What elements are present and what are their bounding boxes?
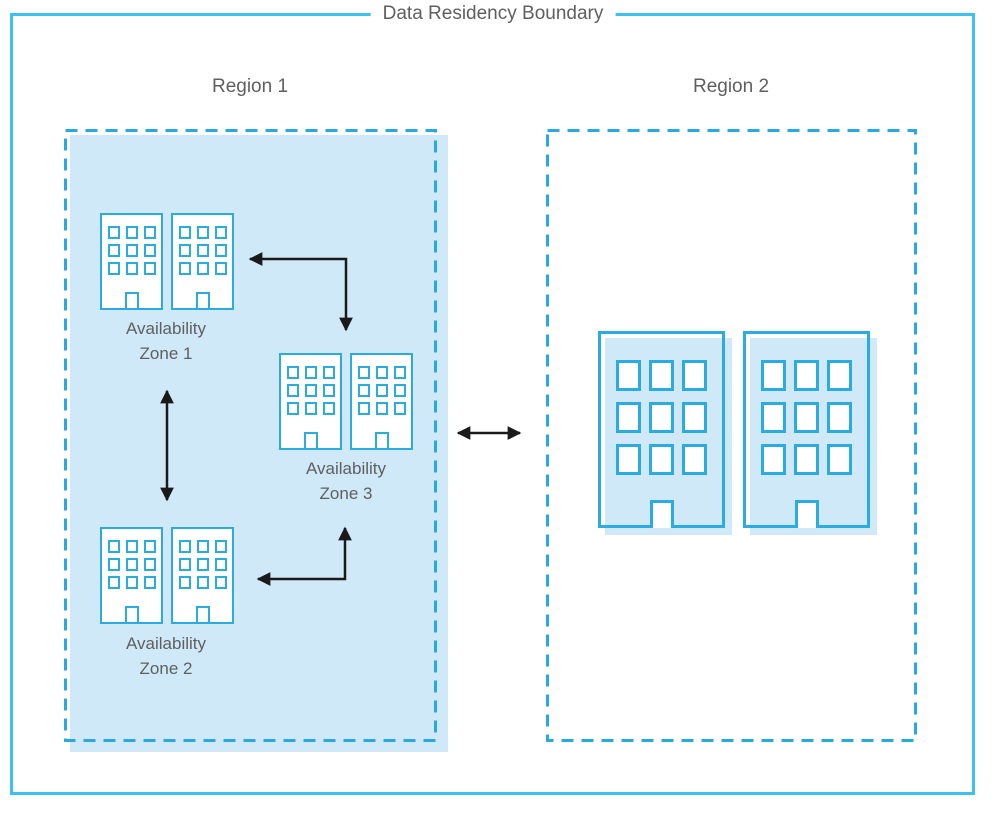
building-door xyxy=(124,292,139,308)
building-door xyxy=(195,292,210,308)
building-icon xyxy=(279,353,342,450)
availability-zone-3-label: Availability Zone 3 xyxy=(306,456,386,506)
building-door xyxy=(374,432,389,448)
building-icon xyxy=(350,353,413,450)
building-windows xyxy=(761,360,852,475)
availability-zone-2-label-line2: Zone 2 xyxy=(139,659,193,678)
availability-zone-1-label: Availability Zone 1 xyxy=(126,316,206,366)
building-icon xyxy=(171,527,234,624)
region-2-label: Region 2 xyxy=(692,76,770,97)
building-icon xyxy=(743,331,877,535)
diagram-title: Data Residency Boundary xyxy=(370,3,616,25)
building-windows xyxy=(179,540,227,589)
availability-zone-2-label: Availability Zone 2 xyxy=(126,631,206,681)
availability-zone-2-label-line1: Availability xyxy=(125,634,207,653)
building-windows xyxy=(179,226,227,275)
arrow-az2-az3 xyxy=(256,526,352,586)
building-icon xyxy=(100,527,163,624)
building-door xyxy=(124,606,139,622)
availability-zone-1-label-line2: Zone 1 xyxy=(139,344,193,363)
building-door xyxy=(649,500,674,528)
building-windows xyxy=(616,360,707,475)
building-door xyxy=(195,606,210,622)
availability-zone-3-label-line2: Zone 3 xyxy=(319,484,373,503)
building-windows xyxy=(108,226,156,275)
region-2-dashed-border xyxy=(546,129,917,742)
building-icon xyxy=(598,331,732,535)
availability-zone-1-label-line1: Availability xyxy=(125,319,207,338)
building-door xyxy=(303,432,318,448)
region-1-label: Region 1 xyxy=(211,76,289,97)
arrow-az1-az3 xyxy=(248,252,353,332)
availability-zone-3-label-line1: Availability xyxy=(305,459,387,478)
building-icon xyxy=(171,213,234,310)
region-1-dashed-border xyxy=(64,129,437,742)
building-windows xyxy=(358,366,406,415)
building-windows xyxy=(287,366,335,415)
building-windows xyxy=(108,540,156,589)
building-icon xyxy=(100,213,163,310)
building-door xyxy=(794,500,819,528)
